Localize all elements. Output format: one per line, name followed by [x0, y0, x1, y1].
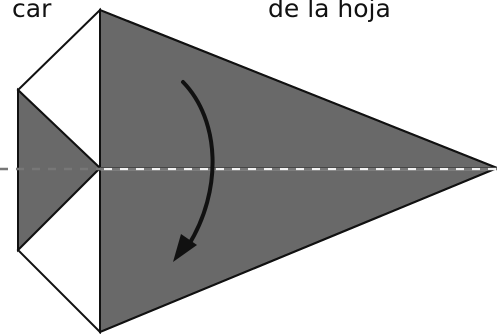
fold-arrow-head	[173, 234, 197, 262]
left-label-fragment: car	[12, 0, 52, 23]
right-label-fragment: de la hoja	[268, 0, 391, 23]
fold-direction-arrow	[181, 80, 215, 248]
upper-outer-edge	[99, 9, 497, 169]
lower-outer-edge	[99, 167, 497, 333]
